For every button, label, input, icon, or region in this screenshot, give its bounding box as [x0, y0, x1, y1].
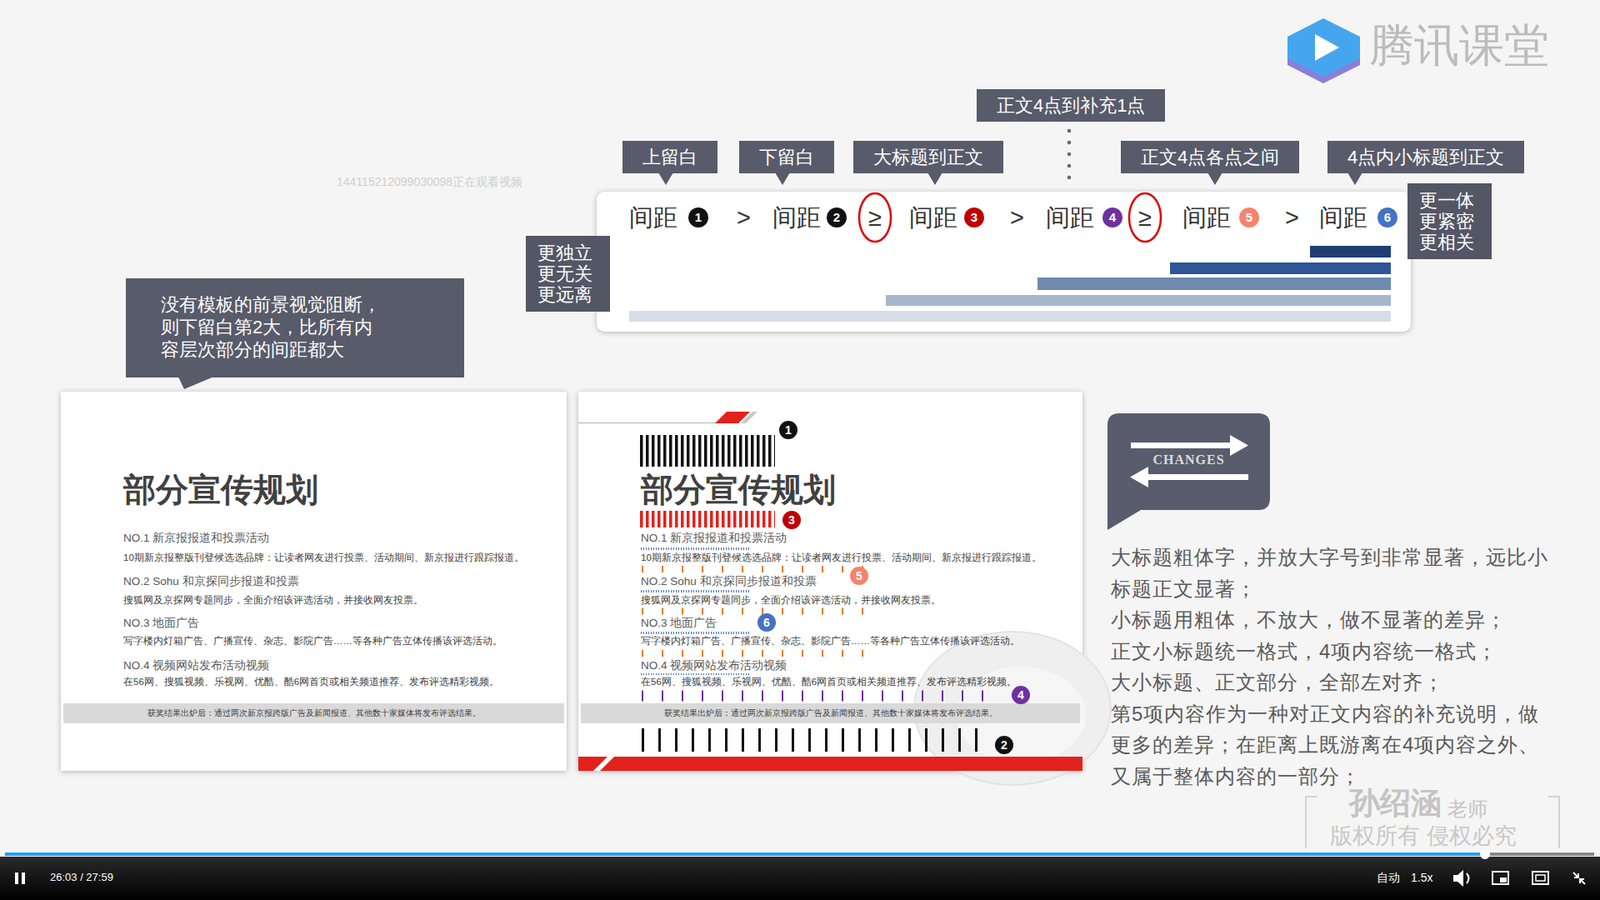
callout-text: 正文4点各点之间 — [1140, 140, 1280, 174]
note-line: 大标题粗体字，并放大字号到非常显著，远比小标题正文显著； — [1110, 541, 1557, 605]
note-line: 小标题用粗体，不放大，做不显著的差异； — [1110, 604, 1557, 636]
spacing-term: 间距 — [629, 203, 678, 232]
compare-sign: ≥ — [868, 203, 882, 232]
spacing-term: 间距 — [1319, 203, 1368, 232]
compare-sign: > — [1285, 203, 1300, 232]
note-line: 正文小标题统一格式，4项内容统一格式； — [1110, 635, 1557, 668]
callout-box: 4点内小标题到正文 — [1327, 140, 1525, 174]
callout-box: 上留白 — [622, 140, 718, 174]
callout-number: 4 — [1102, 207, 1123, 228]
scale-end-box: 更独立 更无关 更远离 — [525, 235, 610, 312]
callout-text: 大标题到正文 — [873, 140, 984, 174]
callout-number: 5 — [1239, 207, 1260, 228]
bubble-text: 没有模板的前景视觉阻断，则下留白第2大，比所有内容层次部分的间距都大 — [160, 293, 388, 361]
band-text: 获奖结果出炉后：通过两次新京报跨版广告及新闻报道、其他数十家媒体将发布评选结果。 — [580, 703, 1080, 724]
logo-icon — [1287, 18, 1360, 84]
callout-box: 下留白 — [739, 140, 835, 174]
slide-text: NO.3 地面广告 — [640, 616, 717, 630]
slide-text: 10期新京报整版刊登候选选品牌：让读者网友进行投票、活动期间、新京报进行跟踪报道… — [640, 551, 1042, 564]
scale-end-box: 更一体 更紧密 更相关 — [1407, 183, 1492, 260]
callout-number: 2 — [826, 207, 847, 228]
dotted-leader — [1067, 129, 1072, 180]
slide-text: NO.4 视频网站发布活动视频 — [640, 659, 787, 672]
callout-number: 3 — [782, 510, 801, 530]
callout-text: 上留白 — [642, 140, 698, 174]
slide-text: 部分宣传规划 — [123, 471, 319, 509]
callout-text: 下留白 — [759, 140, 815, 174]
logo-text: 腾讯课堂 — [1369, 18, 1550, 72]
slide-text: 写字楼内灯箱广告、广播宣传、杂志、影院广告……等各种广告立体传播该评选活动。 — [640, 635, 1020, 647]
spacing-term: 间距 — [1045, 203, 1095, 232]
spacing-term: 间距 — [772, 203, 821, 232]
callout-number: 5 — [850, 566, 869, 585]
speed-button: 1.5x — [1410, 870, 1433, 885]
slide-frame — [60, 391, 567, 771]
slide-decoration — [578, 411, 1111, 785]
slide-text: 在56网、搜狐视频、乐视网、优酷、酷6网首页或相关频道推荐、发布评选精彩视频。 — [123, 675, 500, 688]
speech-bubble: 没有模板的前景视觉阻断，则下留白第2大，比所有内容层次部分的间距都大 — [125, 278, 465, 378]
compare-sign: ≥ — [1138, 203, 1152, 232]
slide-text: NO.1 新京报报道和投票活动 — [640, 531, 787, 545]
teacher-watermark: 孙绍涵 — [1349, 785, 1442, 822]
slide-thumbnail: 获奖结果出炉后：通过两次新京报跨版广告及新闻报道、其他数十家媒体将发布评选结果。… — [578, 391, 1083, 771]
quality-button: 自动 — [1376, 870, 1400, 885]
icon-text: CHANGES — [1107, 452, 1270, 468]
copyright-watermark: 版权所有 侵权必究 — [1330, 822, 1517, 850]
spacing-term: 间距 — [909, 203, 958, 232]
highlight-ring — [859, 193, 1161, 242]
teacher-watermark: 老师 — [1447, 797, 1488, 821]
slide-text: 在56网、搜狐视频、乐视网、优酷、酷6网首页或相关频道推荐、发布评选精彩视频。 — [640, 675, 1017, 688]
video-controls — [0, 849, 1600, 900]
callout-box: 正文4点到补充1点 — [976, 89, 1165, 122]
scale-end-text: 更独立 更无关 更远离 — [537, 242, 599, 305]
slide-text: 搜狐网及京探网专题同步，全面介绍该评选活动，并接收网友投票。 — [123, 594, 424, 606]
slide-text: NO.4 视频网站发布活动视频 — [123, 659, 270, 672]
callout-number: 3 — [964, 207, 985, 228]
callout-box: 大标题到正文 — [853, 140, 1004, 174]
spacing-term: 间距 — [1182, 203, 1231, 232]
callout-pointer — [658, 172, 1363, 185]
slide-text: NO.3 地面广告 — [123, 616, 200, 630]
slide-text: NO.1 新京报报道和投票活动 — [123, 531, 270, 545]
callout-number: 2 — [995, 735, 1014, 755]
note-paragraph: 大标题粗体字，并放大字号到非常显著，远比小标题正文显著；小标题用粗体，不放大，做… — [1110, 541, 1557, 792]
callout-number: 6 — [757, 613, 776, 632]
slide-text: 写字楼内灯箱广告、广播宣传、杂志、影院广告……等各种广告立体传播该评选活动。 — [123, 635, 503, 647]
slide-text: 10期新京报整版刊登候选选品牌：让读者网友进行投票、活动期间、新京报进行跟踪报道… — [123, 551, 525, 564]
callout-number: 1 — [688, 207, 709, 228]
scale-end-text: 更一体 更紧密 更相关 — [1419, 190, 1480, 253]
band-text: 获奖结果出炉后：通过两次新京报跨版广告及新闻报道、其他数十家媒体将发布评选结果。 — [63, 703, 565, 724]
slide-frame — [578, 391, 1083, 771]
slide-text: 部分宣传规划 — [640, 471, 836, 509]
callout-text: 4点内小标题到正文 — [1347, 140, 1505, 174]
callout-text: 正文4点到补充1点 — [996, 89, 1145, 122]
compare-sign: > — [736, 203, 751, 232]
changes-icon — [1107, 413, 1270, 530]
footer-band: 获奖结果出炉后：通过两次新京报跨版广告及新闻报道、其他数十家媒体将发布评选结果。 — [580, 703, 1080, 724]
spacing-markers — [640, 450, 992, 740]
note-line: 大小标题、正文部分，全部左对齐； — [1110, 666, 1557, 699]
compare-sign: > — [1010, 203, 1025, 232]
callout-number: 1 — [779, 420, 798, 440]
spacing-panel — [596, 191, 1411, 332]
time-display: 26:03 / 27:59 — [50, 870, 114, 885]
slide-text: 搜狐网及京探网专题同步，全面介绍该评选活动，并接收网友投票。 — [640, 594, 941, 606]
spacing-bars — [629, 245, 1391, 322]
callout-box: 正文4点各点之间 — [1120, 140, 1300, 174]
callout-number: 4 — [1011, 685, 1030, 705]
slide-text: NO.2 Sohu 和京探同步报道和投票 — [640, 575, 817, 588]
changes-box: CHANGES — [1107, 413, 1270, 510]
slide-thumbnail: 获奖结果出炉后：通过两次新京报跨版广告及新闻报道、其他数十家媒体将发布评选结果。… — [60, 391, 567, 771]
note-line: 第5项内容作为一种对正文内容的补充说明，做更多的差异；在距离上既游离在4项内容之… — [1110, 698, 1557, 793]
footer-band: 获奖结果出炉后：通过两次新京报跨版广告及新闻报道、其他数十家媒体将发布评选结果。 — [63, 703, 565, 724]
viewer-watermark: 144115212099030098正在观看视频 — [336, 174, 523, 190]
slide-text: NO.2 Sohu 和京探同步报道和投票 — [123, 575, 300, 588]
callout-number: 6 — [1377, 207, 1398, 228]
